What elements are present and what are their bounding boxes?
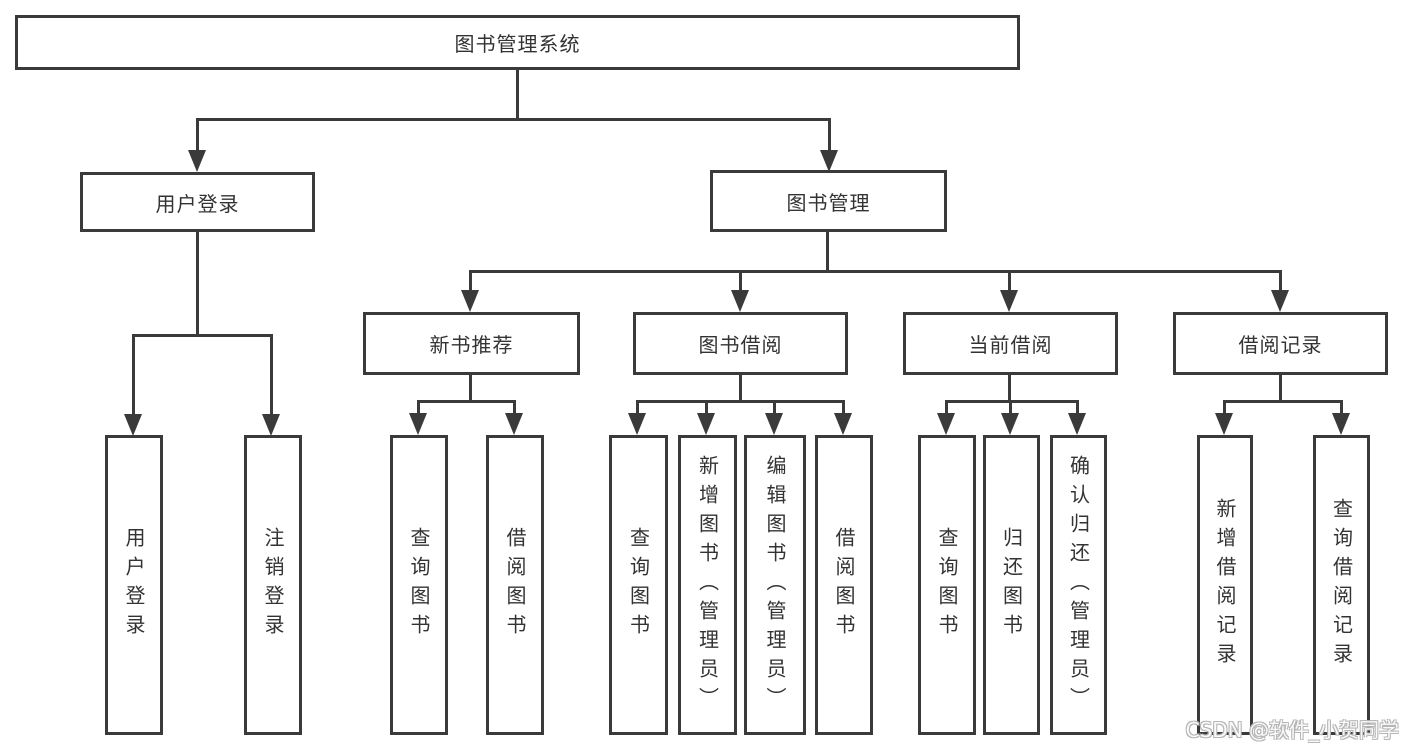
node-user-login: 用户登录: [80, 172, 315, 232]
leaf-logout: 注销登录: [244, 435, 302, 735]
node-new-book-rec-label: 新书推荐: [429, 333, 514, 357]
connector-g4-drop1: [1223, 400, 1226, 414]
leaf-return-book-label: 归还图书: [999, 527, 1024, 643]
arrowhead-current: [1000, 290, 1018, 312]
connector-g3-drop3: [1076, 400, 1079, 414]
leaf-current-query-book-label: 查询图书: [935, 527, 959, 643]
arrowhead-g2-leaf4: [834, 413, 852, 435]
connector-g1-trunk: [469, 375, 472, 403]
connector-userlogin-trunk: [196, 232, 199, 337]
connector-g2-drop3: [773, 400, 776, 414]
leaf-add-borrow-record: 新增借阅记录: [1197, 435, 1253, 735]
arrowhead-g4-leaf1: [1215, 413, 1233, 435]
node-book-borrow-label: 图书借阅: [698, 333, 783, 357]
connector-root-trunk: [516, 70, 519, 120]
arrowhead-user-login: [188, 150, 206, 172]
arrowhead-g2-leaf3: [765, 413, 783, 435]
leaf-edit-book-admin-label: 编辑图书（管理员）: [763, 454, 787, 716]
connector-bookmgmt-splitter: [469, 270, 1282, 273]
connector-g2-drop2: [705, 400, 708, 414]
leaf-edit-book-admin: 编辑图书（管理员）: [744, 435, 806, 735]
leaf-confirm-return-admin-label: 确认归还（管理员）: [1066, 454, 1091, 716]
arrowhead-g2-leaf2: [697, 413, 715, 435]
node-borrow-record: 借阅记录: [1173, 312, 1388, 375]
leaf-query-borrow-record-label: 查询借阅记录: [1329, 498, 1354, 672]
connector-drop-record: [1279, 270, 1282, 292]
leaf-user-login-label: 用户登录: [122, 527, 146, 643]
arrowhead-g1-leaf2: [505, 413, 523, 435]
connector-g1-splitter: [417, 400, 516, 403]
node-book-mgmt: 图书管理: [710, 170, 947, 232]
connector-g2-drop1: [636, 400, 639, 414]
connector-userlogin-splitter: [132, 334, 273, 337]
arrowhead-g3-leaf1: [937, 413, 955, 435]
connector-drop-user-login: [196, 118, 199, 152]
leaf-borrow-query-book-label: 查询图书: [626, 527, 651, 643]
node-book-mgmt-label: 图书管理: [786, 190, 871, 215]
connector-g2-trunk: [739, 375, 742, 403]
connector-drop-current: [1008, 270, 1011, 292]
node-borrow-record-label: 借阅记录: [1238, 333, 1323, 357]
connector-bookmgmt-trunk: [826, 232, 829, 273]
node-system-root: 图书管理系统: [15, 15, 1020, 70]
connector-g1-drop2: [513, 400, 516, 414]
node-user-login-label: 用户登录: [155, 191, 240, 216]
connector-g4-splitter: [1223, 400, 1342, 403]
leaf-user-login: 用户登录: [105, 435, 163, 735]
leaf-current-query-book: 查询图书: [918, 435, 976, 735]
leaf-newrec-query-book: 查询图书: [390, 435, 448, 735]
node-current-borrow: 当前借阅: [903, 312, 1118, 375]
leaf-borrow-borrow-book-label: 借阅图书: [832, 527, 856, 643]
leaf-add-book-admin-label: 新增图书（管理员）: [695, 454, 720, 716]
leaf-newrec-borrow-book: 借阅图书: [486, 435, 544, 735]
leaf-confirm-return-admin: 确认归还（管理员）: [1050, 435, 1107, 735]
connector-drop-newbook: [469, 270, 472, 292]
arrowhead-borrow: [731, 290, 749, 312]
arrowhead-newbook: [461, 290, 479, 312]
leaf-logout-label: 注销登录: [261, 527, 285, 643]
arrowhead-leaf-logout: [262, 414, 280, 436]
node-system-root-label: 图书管理系统: [454, 32, 581, 56]
arrowhead-leaf-login: [124, 414, 142, 436]
leaf-return-book: 归还图书: [983, 435, 1040, 735]
connector-root-splitter: [196, 118, 831, 121]
node-new-book-rec: 新书推荐: [363, 312, 580, 375]
connector-g3-drop2: [1009, 400, 1012, 414]
node-book-borrow: 图书借阅: [633, 312, 848, 375]
arrowhead-record: [1271, 290, 1289, 312]
arrowhead-book-mgmt: [820, 150, 838, 172]
connector-g4-drop2: [1340, 400, 1343, 414]
connector-g1-drop1: [417, 400, 420, 414]
connector-g2-splitter: [636, 400, 845, 403]
connector-drop-leaf-logout: [270, 334, 273, 416]
connector-g3-drop1: [945, 400, 948, 414]
leaf-newrec-borrow-book-label: 借阅图书: [503, 527, 527, 643]
connector-drop-book-mgmt: [828, 118, 831, 152]
leaf-add-book-admin: 新增图书（管理员）: [678, 435, 737, 735]
leaf-query-borrow-record: 查询借阅记录: [1313, 435, 1370, 735]
arrowhead-g3-leaf2: [1001, 413, 1019, 435]
connector-g3-trunk: [1008, 375, 1011, 403]
leaf-borrow-borrow-book: 借阅图书: [815, 435, 873, 735]
arrowhead-g3-leaf3: [1068, 413, 1086, 435]
leaf-add-borrow-record-label: 新增借阅记录: [1213, 498, 1237, 672]
connector-g4-trunk: [1279, 375, 1282, 403]
csdn-watermark: CSDN @软件_小贺同学: [1185, 718, 1399, 742]
connector-g3-splitter: [945, 400, 1079, 403]
arrowhead-g2-leaf1: [628, 413, 646, 435]
connector-drop-leaf-login: [132, 334, 135, 416]
leaf-borrow-query-book: 查询图书: [609, 435, 668, 735]
arrowhead-g4-leaf2: [1332, 413, 1350, 435]
connector-drop-borrow: [739, 270, 742, 292]
leaf-newrec-query-book-label: 查询图书: [407, 527, 431, 643]
arrowhead-g1-leaf1: [409, 413, 427, 435]
node-current-borrow-label: 当前借阅: [968, 333, 1053, 357]
connector-g2-drop4: [842, 400, 845, 414]
